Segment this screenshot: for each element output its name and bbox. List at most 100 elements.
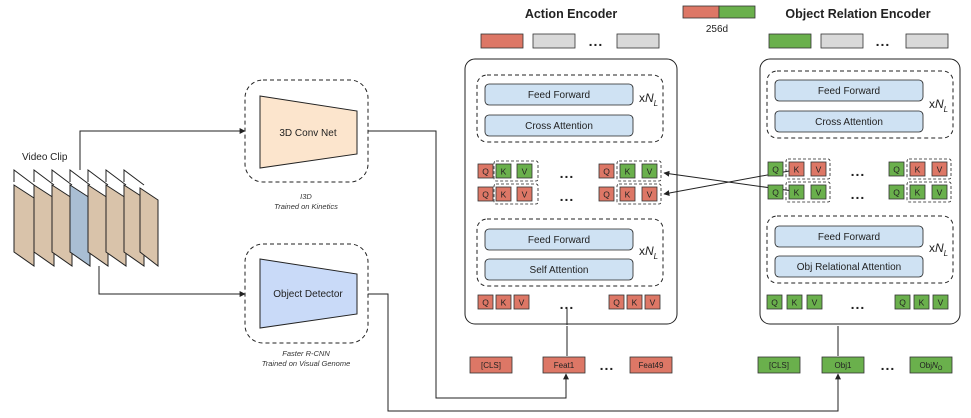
object-feed-forward-1 [774, 79, 924, 102]
repeat-sub: L [654, 99, 658, 108]
repeat-var: N [935, 241, 944, 255]
repeat-x: x [639, 244, 645, 258]
ellipsis: ... [851, 296, 866, 312]
action-lower-block [476, 218, 664, 287]
video-clip-label: Video Clip [22, 152, 68, 163]
token-objn-base: Obj [920, 361, 933, 370]
object-ff2-label: Feed Forward [818, 232, 880, 243]
token-objn [909, 356, 953, 374]
ellipsis: ... [851, 163, 866, 179]
dim-label: 256d [706, 24, 728, 35]
k-label: K [792, 298, 798, 308]
ellipsis: ... [560, 296, 575, 312]
token-objn-sub: O [938, 366, 943, 372]
repeat-x: x [929, 97, 935, 111]
q-label: Q [482, 167, 489, 177]
action-bottom-qkv: Q K V ... Q K V [477, 294, 661, 312]
v-label: V [937, 188, 943, 198]
token-feat49 [629, 356, 673, 374]
detector-caption-2: Trained on Visual Genome [262, 359, 351, 368]
v-label: V [816, 165, 822, 175]
action-qkv-rows: Q K V ... Q K V Q K V ... Q K V [477, 160, 662, 205]
v-label: V [937, 165, 943, 175]
q-label: Q [603, 190, 610, 200]
action-feed-forward-2 [484, 228, 634, 251]
action-input-tokens: [CLS] Feat1 ... Feat49 [469, 356, 673, 374]
action-cross-attention-label: Cross Attention [525, 121, 593, 132]
v-label: V [650, 298, 656, 308]
token-feat49-label: Feat49 [639, 361, 664, 370]
q-label: Q [771, 298, 778, 308]
object-upper-repeat: xNL [929, 97, 948, 114]
k-label: K [915, 188, 921, 198]
action-self-attention-label: Self Attention [530, 265, 589, 276]
v-label: V [812, 298, 818, 308]
action-ff2-label: Feed Forward [528, 235, 590, 246]
object-output-tokens: ... [768, 33, 949, 49]
k-label: K [625, 190, 631, 200]
k-label: K [501, 298, 507, 308]
repeat-sub: L [944, 249, 948, 258]
legend-object-half [718, 5, 756, 19]
object-encoder-title: Object Relation Encoder [785, 7, 930, 21]
conv-net-shape [259, 95, 358, 169]
ellipsis: ... [876, 33, 891, 49]
object-cross-attention-label: Cross Attention [815, 117, 883, 128]
detector-caption-1: Faster R-CNN [282, 349, 330, 358]
v-label: V [522, 167, 528, 177]
token-obj-cls [757, 356, 801, 374]
object-detector-label: Object Detector [273, 289, 343, 300]
v-label: V [522, 190, 528, 200]
object-qkv-rows: Q K V ... Q K V Q K V ... Q K V [767, 158, 952, 203]
v-label: V [519, 298, 525, 308]
object-encoder-frame [759, 58, 961, 325]
repeat-x: x [639, 91, 645, 105]
ellipsis: ... [560, 165, 575, 181]
token-obj1-label: Obj1 [835, 361, 852, 370]
action-feed-forward-1 [484, 83, 634, 106]
ellipsis: ... [851, 186, 866, 202]
action-output-tokens: ... [480, 33, 660, 49]
token-obj1 [821, 356, 865, 374]
action-upper-repeat: xNL [639, 91, 658, 108]
k-label: K [501, 190, 507, 200]
object-relational-attention [774, 255, 924, 278]
v-label: V [938, 298, 944, 308]
token-objn-label: ObjNO [920, 361, 943, 372]
k-label: K [915, 165, 921, 175]
video-frames [13, 169, 159, 268]
action-self-attention [484, 258, 634, 281]
ellipsis: ... [600, 357, 615, 373]
q-label: Q [772, 188, 779, 198]
repeat-var: N [645, 244, 654, 258]
object-lower-repeat: xNL [929, 241, 948, 258]
k-label: K [919, 298, 925, 308]
ellipsis: ... [589, 33, 604, 49]
q-label: Q [613, 298, 620, 308]
token-feat1 [542, 356, 586, 374]
k-label: K [794, 165, 800, 175]
action-lower-repeat: xNL [639, 244, 658, 261]
conv-caption-2: Trained on Kinetics [274, 202, 338, 211]
action-encoder-title: Action Encoder [525, 7, 618, 21]
object-feed-forward-2 [774, 225, 924, 248]
object-ff1-label: Feed Forward [818, 86, 880, 97]
q-label: Q [899, 298, 906, 308]
token-obj-cls-label: [CLS] [769, 361, 789, 370]
token-cls-label: [CLS] [481, 361, 501, 370]
ellipsis: ... [560, 188, 575, 204]
q-label: Q [893, 165, 900, 175]
q-label: Q [603, 167, 610, 177]
token-objn-var: N [932, 361, 938, 370]
k-label: K [625, 167, 631, 177]
k-label: K [632, 298, 638, 308]
q-label: Q [482, 190, 489, 200]
embedding-dim-legend: 256d [682, 5, 756, 35]
repeat-sub: L [944, 105, 948, 114]
q-label: Q [893, 188, 900, 198]
object-cross-attention [774, 110, 924, 133]
v-label: V [816, 188, 822, 198]
action-upper-block [476, 74, 664, 143]
conv-caption-1: I3D [300, 192, 312, 201]
q-label: Q [772, 165, 779, 175]
